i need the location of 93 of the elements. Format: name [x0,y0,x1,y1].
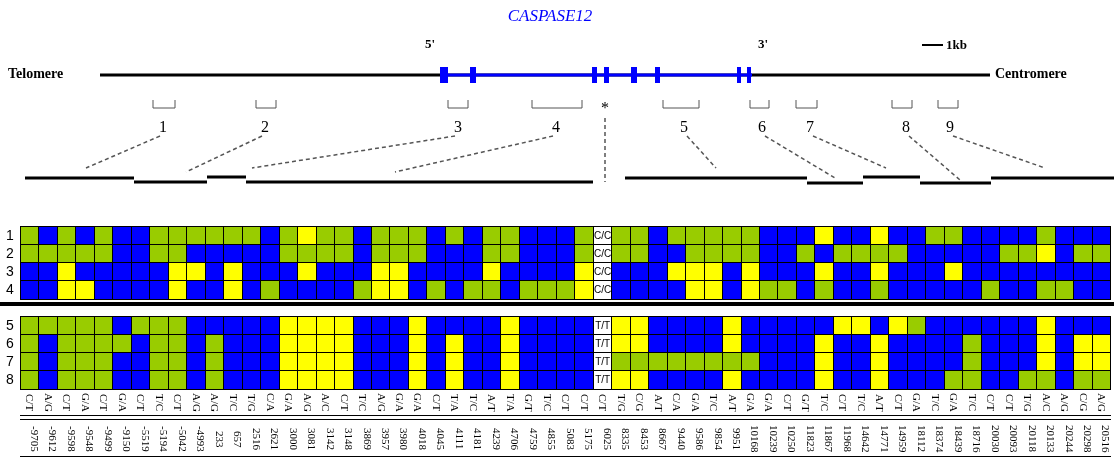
row-number: 7 [5,352,15,370]
position-label: 11867 [814,419,835,457]
position-label: 4111 [444,419,465,457]
row-number: 2 [5,244,15,262]
position-label: -5194 [149,419,170,457]
row-number: 4 [5,280,15,298]
position-label: 18716 [962,419,983,457]
leader-line [764,135,836,179]
genotype-cell: C/C [592,280,613,300]
position-label: 20030 [980,419,1001,457]
position-label: 657 [223,419,244,457]
position-label: 18374 [925,419,946,457]
gene-title: CASPASE12 [506,6,594,26]
position-label: -9705 [20,419,40,457]
region-number: 4 [549,118,563,136]
leader-line [952,135,1046,169]
position-label: 4045 [426,419,447,457]
position-label: 20298 [1073,419,1093,457]
leader-line [604,117,606,183]
position-label: -9499 [93,419,114,457]
region-number: 8 [899,118,913,136]
position-label: 4706 [500,419,521,457]
position-label: 11823 [795,419,816,457]
position-label: 9854 [703,419,724,457]
leader-line [908,135,961,181]
position-label: 5175 [574,419,595,457]
end-label: 3' [758,36,769,52]
position-label: 20118 [1017,419,1038,457]
end-label: 5' [425,36,436,52]
leader-line [686,135,717,169]
position-label: 5083 [555,419,576,457]
position-label: 9586 [685,419,706,457]
leader-line [394,135,554,173]
position-label: 3980 [389,419,410,457]
position-label: 233 [204,419,225,457]
region-number: 2 [258,118,272,136]
chromosome-end-label: Telomere [8,66,64,82]
position-label: -4993 [186,419,207,457]
position-label: 10250 [777,419,798,457]
position-label: 4239 [481,419,502,457]
position-label: 11968 [832,419,853,457]
row-number: 3 [5,262,15,280]
position-label: 20133 [1036,419,1057,457]
row-number: 6 [5,334,15,352]
region-number: 9 [943,118,957,136]
position-label: 8453 [629,419,650,457]
position-label: 18439 [943,419,964,457]
position-label: 3957 [371,419,391,457]
position-label: 9951 [722,419,742,457]
position-label: -9598 [56,419,77,457]
asterisk-marker: * [598,99,612,117]
region-number: 7 [803,118,817,136]
position-label: 3869 [352,419,373,457]
position-label: -9612 [38,419,59,457]
position-label: 18112 [906,419,927,457]
region-number: 1 [156,118,170,136]
position-label: 20516 [1091,419,1112,457]
row-number: 5 [5,316,15,334]
position-label: 6025 [592,419,613,457]
leader-line [812,135,887,169]
position-label: 3142 [315,419,336,457]
region-number: 3 [451,118,465,136]
leader-line [85,135,161,169]
position-label: 14959 [888,419,909,457]
region-number: 5 [677,118,691,136]
position-label: 3148 [334,419,355,457]
row-number: 8 [5,370,15,388]
position-label: 20244 [1054,419,1075,457]
position-label: -9548 [75,419,96,457]
position-label: 10168 [740,419,761,457]
position-label: 2621 [260,419,281,457]
position-label: 4759 [518,419,539,457]
chromosome-end-label: Centromere [995,66,1067,82]
position-label: -9150 [112,419,133,457]
position-label: 20093 [999,419,1020,457]
position-label: 3081 [297,419,318,457]
position-label: 3000 [278,419,299,457]
position-label: 10239 [758,419,779,457]
position-label: 4018 [407,419,428,457]
position-label: 4181 [463,419,484,457]
position-label: 9440 [666,419,687,457]
row-number: 1 [5,226,15,244]
position-label: 4855 [537,419,558,457]
scale-label: 1kb [946,37,967,53]
position-label: 8335 [611,419,632,457]
position-label: 14771 [869,419,890,457]
position-label: -5519 [130,419,151,457]
leader-line [251,135,456,169]
position-label: 2516 [241,419,262,457]
region-number: 6 [755,118,769,136]
position-label: 14642 [851,419,872,457]
position-label: -5042 [167,419,188,457]
position-label: 8667 [648,419,669,457]
